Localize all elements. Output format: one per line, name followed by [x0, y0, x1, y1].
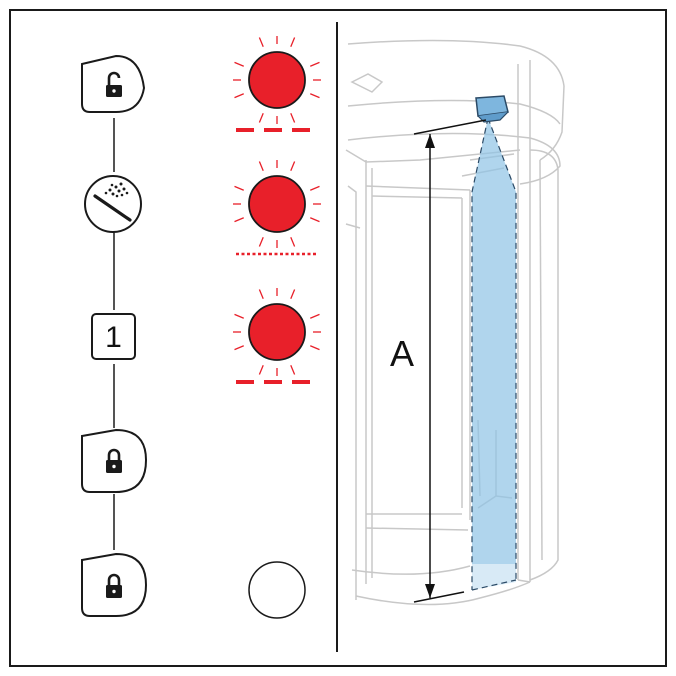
dimension-label: A [390, 333, 414, 374]
step-4-key [81, 428, 148, 493]
mounting-height-dimension [413, 119, 487, 603]
locked-padlock-icon [106, 573, 122, 598]
step-1-key [81, 54, 146, 113]
signal-lamp-on [248, 51, 306, 109]
presence-sensor [475, 95, 509, 123]
sensor-detection-field [471, 117, 517, 591]
signal-lamps [233, 36, 321, 619]
locked-padlock-icon [106, 448, 122, 473]
signal-lamp-off [248, 561, 306, 619]
unlocked-padlock-icon [106, 71, 122, 97]
cleaning-mode-icon [93, 182, 132, 222]
signal-lamp-on [248, 175, 306, 233]
number-key-label: 1 [105, 321, 122, 354]
lamp-glow-rays [233, 160, 321, 248]
step-5-key [81, 552, 148, 617]
lamp-glow-rays [233, 288, 321, 376]
lamp-glow-rays [233, 36, 321, 124]
canopy-top-edge [347, 39, 565, 87]
signal-lamp-on [248, 303, 306, 361]
step-2-key [84, 175, 142, 233]
step-3-key: 1 [91, 313, 136, 360]
